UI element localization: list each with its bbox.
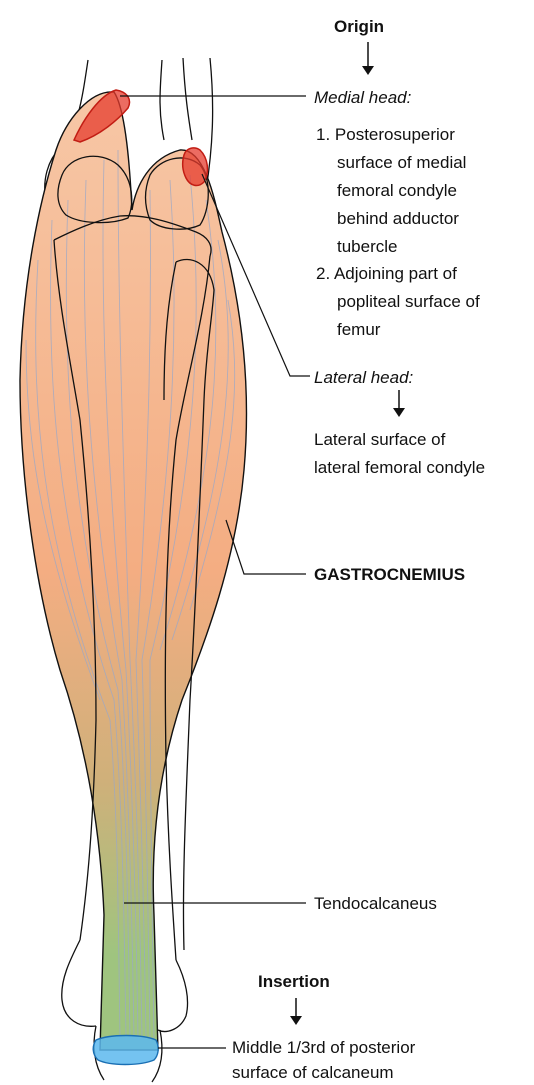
medial-head-item-1-line: behind adductor: [337, 207, 459, 230]
insertion-mark: [93, 1036, 158, 1065]
lateral-head-desc-line: lateral femoral condyle: [314, 456, 485, 479]
medial-head-item-1-line: femoral condyle: [337, 179, 457, 202]
gastrocnemius-muscle: [20, 92, 247, 1050]
medial-head-item-2-line: 2. Adjoining part of: [316, 262, 457, 285]
medial-head-item-2-line: femur: [337, 318, 380, 341]
lateral-head-origin-mark: [183, 148, 208, 186]
origin-title: Origin: [334, 15, 384, 38]
medial-head-title: Medial head:: [314, 86, 411, 109]
insertion-desc-line: Middle 1/3rd of posterior: [232, 1036, 415, 1059]
insertion-desc-line: surface of calcaneum: [232, 1061, 394, 1084]
arrow-down-icon: [286, 998, 306, 1028]
insertion-title: Insertion: [258, 970, 330, 993]
medial-head-item-1-line: 1. Posterosuperior: [316, 123, 455, 146]
medial-head-item-2-line: popliteal surface of: [337, 290, 480, 313]
lateral-head-title: Lateral head:: [314, 366, 413, 389]
lateral-head-desc-line: Lateral surface of: [314, 428, 445, 451]
muscle-name: GASTROCNEMIUS: [314, 563, 465, 586]
medial-head-item-1-line: tubercle: [337, 235, 397, 258]
medial-head-item-1-line: surface of medial: [337, 151, 466, 174]
arrow-down-icon: [389, 390, 409, 420]
tendon-name: Tendocalcaneus: [314, 892, 437, 915]
arrow-down-icon: [358, 42, 378, 78]
